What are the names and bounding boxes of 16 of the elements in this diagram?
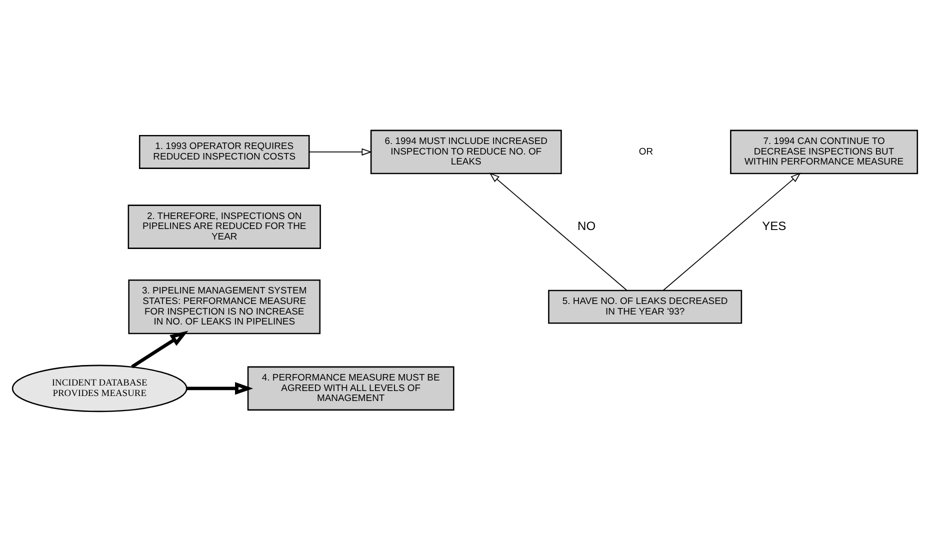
node-box: 6. 1994 MUST INCLUDE INCREASED INSPECTION TO REDUCE NO. OF LEAKS [370,129,562,174]
label: OR [638,146,654,157]
arrow [489,172,628,290]
arrow [663,172,801,290]
edge-label: YES [762,218,786,232]
node-box: 3. PIPELINE MANAGEMENT SYSTEM STATES: PERFORMANCE MEASURE FOR INSPECTION IS NO INCREASE IN NO. OF LEAKS IN PIPELINES [128,279,320,334]
node-box: 5. HAVE NO. OF LEAKS DECREASED IN THE YEAR '93? [548,289,742,324]
node-box: 1. 1993 OPERATOR REQUIRES REDUCED INSPECTION COSTS [138,134,310,168]
edge-label: NO [578,218,596,232]
node-box: 7. 1994 CAN CONTINUE TO DECREASE INSPECTIONS BUT WITHIN PERFORMANCE MEASURE [730,129,918,174]
node-box: 2. THEREFORE, INSPECTIONS ON PIPELINES ARE REDUCED FOR THE YEAR [128,204,321,248]
arrow [186,382,254,394]
arrow [131,330,188,368]
node-ellipse: INCIDENT DATABASE PROVIDES MEASURE [12,364,188,412]
node-box: 4. PERFORMANCE MEASURE MUST BE AGREED WITH ALL LEVELS OF MANAGEMENT [247,366,454,410]
arrow [308,148,372,156]
